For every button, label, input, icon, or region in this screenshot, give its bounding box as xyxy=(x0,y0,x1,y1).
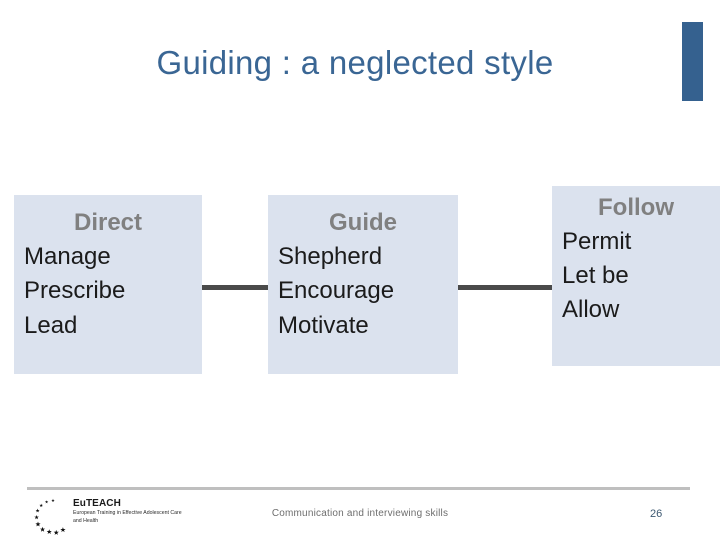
list-item: Manage xyxy=(24,243,111,270)
category-list-direct: Manage Prescribe Lead xyxy=(14,240,202,343)
page-title: Guiding : a neglected style xyxy=(156,44,554,81)
list-item: Motivate xyxy=(278,311,369,339)
list-item: Prescribe xyxy=(24,277,126,305)
category-list-follow: Permit Let be Allow xyxy=(552,225,720,327)
list-item: Permit xyxy=(562,228,632,255)
category-header-guide: Guide xyxy=(328,209,397,236)
footer-divider xyxy=(27,487,690,490)
category-header-direct: Direct xyxy=(73,209,143,236)
footer-text: Communication and interviewing skills xyxy=(271,508,449,519)
logo-name: EuTEACH xyxy=(73,498,121,509)
eu-stars-circle-icon xyxy=(34,498,66,535)
logo-subtitle: European Training in Effective Adolescen… xyxy=(73,510,182,524)
category-box-guide: Guide Shepherd Encourage Motivate xyxy=(268,195,458,374)
list-item: Shepherd xyxy=(278,243,383,270)
list-item: Let be xyxy=(562,262,629,290)
category-box-follow: Follow Permit Let be Allow xyxy=(552,186,720,366)
category-list-guide: Shepherd Encourage Motivate xyxy=(268,240,458,343)
euteach-logo: EuTEACH European Training in Effective A… xyxy=(33,496,183,536)
list-item: Lead xyxy=(24,311,78,339)
accent-bar-decoration xyxy=(682,22,703,101)
category-header-follow: Follow xyxy=(598,194,674,221)
list-item: Allow xyxy=(562,296,620,324)
category-box-direct: Direct Manage Prescribe Lead xyxy=(14,195,202,374)
connector-line-direct-to-guide xyxy=(198,285,274,290)
connector-line-guide-to-follow xyxy=(452,285,558,290)
page-number: 26 xyxy=(650,508,663,520)
list-item: Encourage xyxy=(278,277,395,305)
